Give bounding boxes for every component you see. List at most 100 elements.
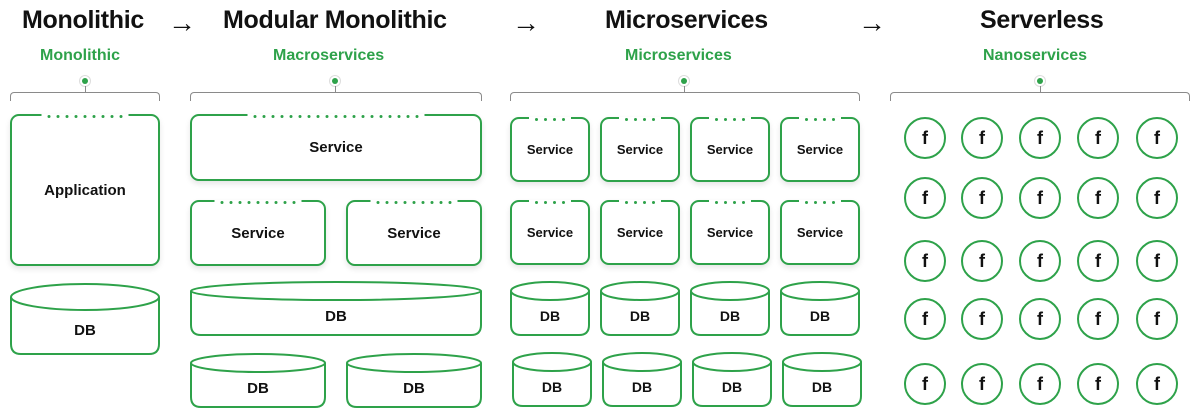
function-icon: f <box>904 177 946 219</box>
connector-dot <box>679 76 689 86</box>
database-cylinder <box>10 283 160 355</box>
function-icon: f <box>1136 240 1178 282</box>
connector-dots <box>709 117 751 121</box>
db-label: DB <box>325 307 347 325</box>
service-label: Service <box>706 225 754 240</box>
microservice-box: Service <box>780 200 860 265</box>
function-icon: f <box>961 117 1003 159</box>
column-title-microservices: Microservices <box>605 6 768 34</box>
db-label: DB <box>629 308 651 325</box>
function-icon: f <box>904 363 946 405</box>
connector-dots <box>214 200 302 204</box>
function-icon: f <box>1077 363 1119 405</box>
service-label: Service <box>706 142 754 157</box>
connector-dot <box>1035 76 1045 86</box>
service-label: Service <box>796 225 844 240</box>
function-icon: f <box>1019 363 1061 405</box>
function-icon: f <box>1019 240 1061 282</box>
function-icon: f <box>1136 117 1178 159</box>
db-label: DB <box>811 379 833 396</box>
group-bracket <box>10 92 160 101</box>
function-icon: f <box>1019 117 1061 159</box>
application-box: Application <box>10 114 160 266</box>
microservice-box: Service <box>690 200 770 265</box>
database-cylinder <box>512 352 592 407</box>
microservice-box: Service <box>600 117 680 182</box>
function-icon: f <box>961 298 1003 340</box>
function-icon: f <box>1077 177 1119 219</box>
column-subtitle-macroservices: Macroservices <box>273 47 385 64</box>
db-label: DB <box>809 308 831 325</box>
db-label: DB <box>539 308 561 325</box>
connector-stem <box>85 86 86 92</box>
function-icon: f <box>1136 298 1178 340</box>
column-subtitle-microservices: Microservices <box>625 47 732 64</box>
database-cylinder <box>602 352 682 407</box>
column-subtitle-monolithic: Monolithic <box>40 47 120 64</box>
service-label: Service <box>309 139 363 156</box>
function-icon: f <box>961 363 1003 405</box>
service-label: Service <box>616 225 664 240</box>
function-icon: f <box>904 298 946 340</box>
connector-dot <box>80 76 90 86</box>
connector-dots <box>529 200 571 204</box>
connector-stem <box>1040 86 1041 92</box>
service-label: Service <box>796 142 844 157</box>
database-cylinder <box>690 281 770 336</box>
connector-dots <box>370 200 458 204</box>
connector-dots <box>247 114 425 118</box>
connector-dots <box>619 117 661 121</box>
application-label: Application <box>44 181 126 199</box>
database-cylinder <box>692 352 772 407</box>
service-label: Service <box>231 224 285 242</box>
function-icon: f <box>1077 240 1119 282</box>
connector-stem <box>684 86 685 92</box>
database-cylinder <box>510 281 590 336</box>
database-cylinder <box>346 353 482 408</box>
service-label: Service <box>616 142 664 157</box>
function-icon: f <box>1019 298 1061 340</box>
db-label: DB <box>247 379 269 397</box>
group-bracket <box>890 92 1190 101</box>
database-cylinder <box>190 281 482 336</box>
column-title-monolithic: Monolithic <box>22 6 144 34</box>
service-label: Service <box>526 225 574 240</box>
arrow-icon: → <box>512 7 540 38</box>
service-box: Service <box>190 114 482 181</box>
db-label: DB <box>721 379 743 396</box>
db-label: DB <box>74 322 96 340</box>
function-icon: f <box>1136 177 1178 219</box>
connector-dots <box>799 117 841 121</box>
function-icon: f <box>961 177 1003 219</box>
arrow-icon: → <box>168 7 196 38</box>
service-box: Service <box>190 200 326 266</box>
connector-dots <box>619 200 661 204</box>
microservice-box: Service <box>780 117 860 182</box>
db-label: DB <box>403 379 425 397</box>
service-label: Service <box>387 224 441 242</box>
database-cylinder <box>190 353 326 408</box>
function-icon: f <box>961 240 1003 282</box>
db-label: DB <box>719 308 741 325</box>
db-label: DB <box>631 379 653 396</box>
connector-dots <box>799 200 841 204</box>
group-bracket <box>510 92 860 101</box>
function-icon: f <box>1136 363 1178 405</box>
function-icon: f <box>1019 177 1061 219</box>
service-label: Service <box>526 142 574 157</box>
arrow-icon: → <box>858 7 886 38</box>
function-icon: f <box>904 240 946 282</box>
connector-dots <box>41 114 129 118</box>
connector-dots <box>529 117 571 121</box>
database-cylinder <box>600 281 680 336</box>
microservice-box: Service <box>510 200 590 265</box>
function-icon: f <box>904 117 946 159</box>
microservice-box: Service <box>600 200 680 265</box>
service-box: Service <box>346 200 482 266</box>
column-title-serverless: Serverless <box>980 6 1104 34</box>
column-title-modular-monolithic: Modular Monolithic <box>223 6 447 34</box>
microservice-box: Service <box>690 117 770 182</box>
connector-stem <box>335 86 336 92</box>
function-icon: f <box>1077 298 1119 340</box>
